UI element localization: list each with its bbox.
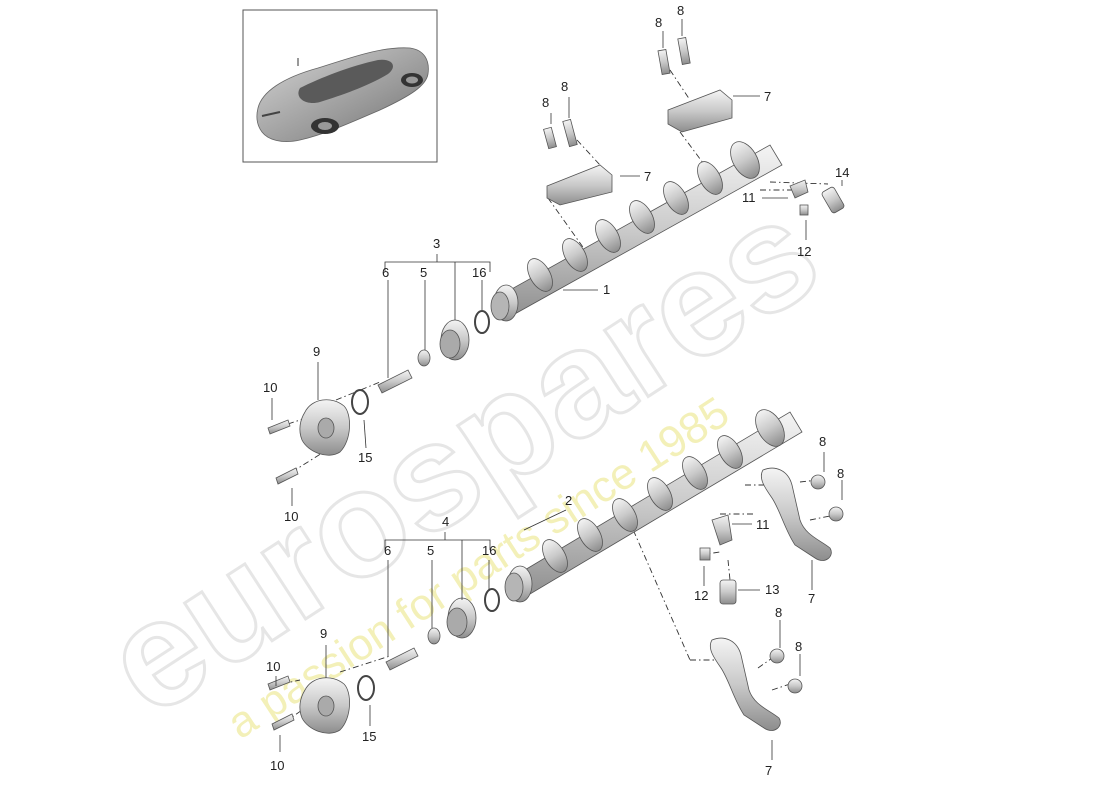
callout-12-lower: 12 — [694, 588, 708, 603]
callout-4: 4 — [442, 514, 449, 529]
callout-2: 2 — [565, 493, 572, 508]
callout-9-upper: 9 — [313, 344, 320, 359]
callout-8-c: 8 — [655, 15, 662, 30]
callout-6-upper: 6 — [382, 265, 389, 280]
callout-10-d: 10 — [270, 758, 284, 773]
adjuster-assembly-upper — [267, 310, 490, 485]
callout-10-a: 10 — [263, 380, 277, 395]
callout-10-b: 10 — [284, 509, 298, 524]
callout-9-lower: 9 — [320, 626, 327, 641]
adjuster-assembly-lower — [267, 588, 500, 734]
callout-3: 3 — [433, 236, 440, 251]
callout-8-g: 8 — [775, 605, 782, 620]
callout-8-e: 8 — [819, 434, 826, 449]
callout-15-upper: 15 — [358, 450, 372, 465]
callout-7-d: 7 — [765, 763, 772, 778]
brackets-lower — [709, 467, 844, 731]
bearing-caps-upper — [543, 37, 733, 206]
callout-1: 1 — [603, 282, 610, 297]
callout-5-lower: 5 — [427, 543, 434, 558]
callout-8-h: 8 — [795, 639, 802, 654]
callout-8-f: 8 — [837, 466, 844, 481]
callout-16-upper: 16 — [472, 265, 486, 280]
callout-7-b: 7 — [764, 89, 771, 104]
camshaft-1 — [490, 141, 783, 322]
leader-lines — [271, 19, 843, 760]
callout-16-lower: 16 — [482, 543, 496, 558]
callout-8-b: 8 — [561, 79, 568, 94]
callout-7-a: 7 — [644, 169, 651, 184]
callout-12-upper: 12 — [797, 244, 811, 259]
callout-6-lower: 6 — [384, 543, 391, 558]
car-image — [256, 47, 429, 142]
callout-8-d: 8 — [677, 3, 684, 18]
callout-8-a: 8 — [542, 95, 549, 110]
callout-15-lower: 15 — [362, 729, 376, 744]
callouts: 1 2 3 4 6 5 16 6 5 16 9 9 10 10 10 10 15… — [263, 3, 849, 778]
callout-11-upper: 11 — [742, 190, 756, 205]
callout-5-upper: 5 — [420, 265, 427, 280]
callout-14: 14 — [835, 165, 849, 180]
camshaft-2 — [504, 409, 803, 603]
callout-13: 13 — [765, 582, 779, 597]
small-parts — [699, 179, 845, 605]
callout-10-c: 10 — [266, 659, 280, 674]
vehicle-thumbnail — [242, 9, 438, 163]
callout-11-lower: 11 — [756, 517, 770, 532]
callout-7-c: 7 — [808, 591, 815, 606]
